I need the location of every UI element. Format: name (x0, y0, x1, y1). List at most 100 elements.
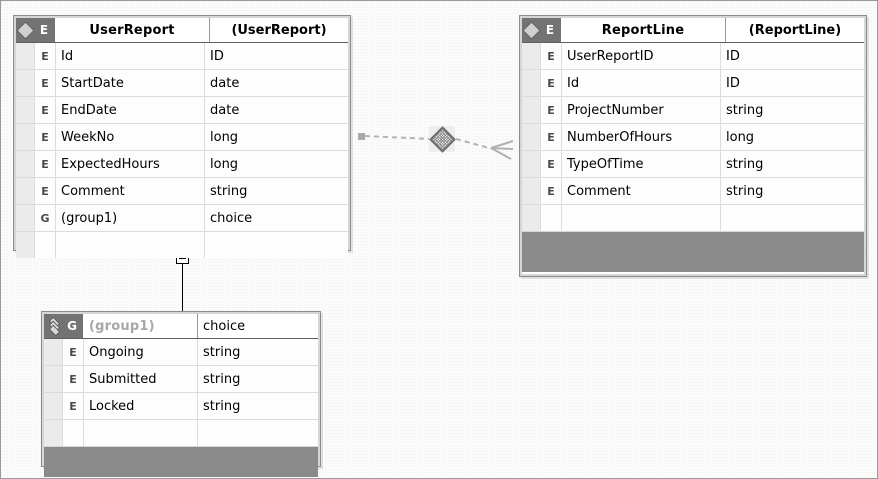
row-type: choice (205, 205, 348, 231)
row-gutter (16, 178, 35, 204)
entity-footer (522, 231, 864, 272)
row-name: Comment (55, 178, 205, 204)
row-gutter (16, 205, 35, 231)
entity-footer (44, 446, 318, 477)
row-kind-badge: E (63, 366, 83, 392)
table-row[interactable]: E StartDate date (16, 70, 348, 97)
row-kind-badge: E (541, 178, 561, 204)
row-name: WeekNo (55, 124, 205, 150)
row-gutter (16, 124, 35, 150)
table-row[interactable]: G (group1) choice (16, 205, 348, 232)
entity-icon-cell (521, 18, 541, 42)
table-row[interactable]: E Submitted string (44, 366, 318, 393)
entity-box-report-line[interactable]: E ReportLine (ReportLine) E UserReportID… (519, 15, 867, 277)
row-kind-badge: E (35, 178, 55, 204)
row-kind-badge: E (541, 43, 561, 69)
row-gutter (522, 151, 541, 177)
entity-kind-badge: E (34, 18, 54, 42)
row-type: ID (205, 43, 348, 69)
entity-type: choice (198, 314, 318, 338)
row-name: NumberOfHours (561, 124, 721, 150)
row-name: Locked (83, 393, 198, 419)
table-row[interactable]: E Ongoing string (44, 339, 318, 366)
row-type: string (205, 178, 348, 204)
table-row[interactable]: E NumberOfHours long (522, 124, 864, 151)
table-row[interactable]: E EndDate date (16, 97, 348, 124)
entity-box-group1[interactable]: G (group1) choice E Ongoing string E Sub… (41, 311, 321, 477)
table-row[interactable]: E Locked string (44, 393, 318, 420)
relationship-line-left (364, 135, 432, 140)
relationship-handle[interactable] (428, 125, 456, 153)
row-name (83, 420, 198, 446)
row-kind-badge (35, 232, 55, 258)
table-row[interactable]: E UserReportID ID (522, 43, 864, 70)
row-kind-badge: E (35, 97, 55, 123)
row-kind-badge (541, 205, 561, 231)
table-row[interactable]: E ProjectNumber string (522, 97, 864, 124)
entity-kind-badge: E (540, 18, 560, 42)
row-name: (group1) (55, 205, 205, 231)
row-type: string (198, 366, 318, 392)
entity-header-report-line[interactable]: E ReportLine (ReportLine) (521, 18, 864, 43)
row-name: EndDate (55, 97, 205, 123)
row-name: TypeOfTime (561, 151, 721, 177)
diamond-icon (521, 20, 541, 40)
table-row[interactable]: E Id ID (522, 70, 864, 97)
row-type (198, 420, 318, 446)
table-row[interactable]: E ExpectedHours long (16, 151, 348, 178)
table-row-empty[interactable] (522, 205, 864, 231)
row-kind-badge (63, 420, 83, 446)
entity-type: (UserReport) (210, 18, 348, 42)
row-type: long (205, 124, 348, 150)
row-gutter (522, 178, 541, 204)
row-kind-badge: G (35, 205, 55, 231)
entity-icon-cell (44, 314, 62, 338)
row-gutter (522, 97, 541, 123)
row-kind-badge: E (35, 151, 55, 177)
row-type: date (205, 70, 348, 96)
diamond-icon (15, 20, 35, 40)
row-kind-badge: E (35, 70, 55, 96)
row-kind-badge: E (541, 151, 561, 177)
table-row[interactable]: E Comment string (522, 178, 864, 205)
row-gutter (44, 339, 63, 365)
entity-icon-cell (15, 18, 35, 42)
row-name: UserReportID (561, 43, 721, 69)
row-gutter (16, 232, 35, 258)
row-type: string (721, 151, 864, 177)
entity-header-user-report[interactable]: E UserReport (UserReport) (15, 18, 348, 43)
row-name: Comment (561, 178, 721, 204)
row-kind-badge: E (63, 393, 83, 419)
group-tree-line (182, 263, 183, 311)
row-gutter (522, 70, 541, 96)
entity-rows-report-line: E UserReportID ID E Id ID E ProjectNumbe… (522, 43, 864, 231)
entity-header-group1[interactable]: G (group1) choice (44, 314, 318, 339)
row-name (561, 205, 721, 231)
row-kind-badge: E (541, 97, 561, 123)
entity-type: (ReportLine) (726, 18, 864, 42)
row-gutter (522, 205, 541, 231)
row-gutter (522, 43, 541, 69)
row-type: string (721, 178, 864, 204)
table-row-empty[interactable] (44, 420, 318, 446)
row-gutter (44, 420, 63, 446)
row-type: long (205, 151, 348, 177)
relationship-line-right (455, 138, 494, 150)
row-kind-badge: E (35, 124, 55, 150)
row-kind-badge: E (63, 339, 83, 365)
table-row-empty[interactable] (16, 232, 348, 258)
table-row[interactable]: E WeekNo long (16, 124, 348, 151)
entity-rows-user-report: E Id ID E StartDate date E EndDate date (16, 43, 348, 258)
row-name: StartDate (55, 70, 205, 96)
table-row[interactable]: E Comment string (16, 178, 348, 205)
row-gutter (522, 124, 541, 150)
entity-title: ReportLine (560, 18, 726, 42)
table-row[interactable]: E Id ID (16, 43, 348, 70)
row-type: long (721, 124, 864, 150)
entity-box-user-report[interactable]: E UserReport (UserReport) E Id ID E Star… (13, 15, 351, 258)
table-row[interactable]: E TypeOfTime string (522, 151, 864, 178)
row-gutter (16, 97, 35, 123)
row-kind-badge: E (35, 43, 55, 69)
row-type: ID (721, 70, 864, 96)
